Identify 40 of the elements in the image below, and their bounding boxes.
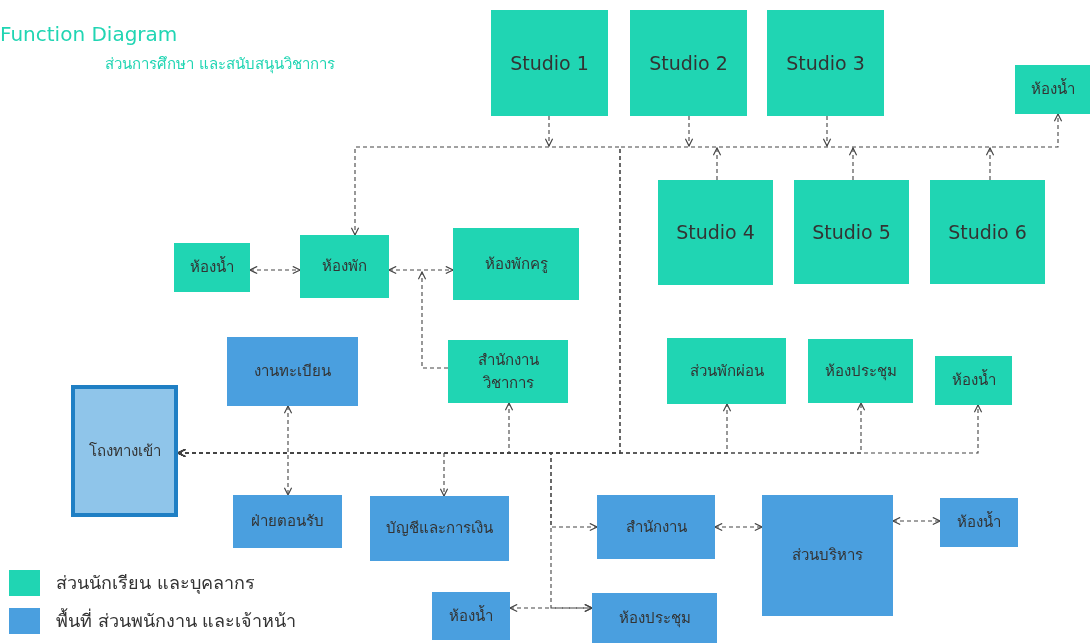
subtitle: ส่วนการศึกษา และสนับสนุนวิชาการ	[105, 54, 335, 76]
studio-box: Studio 4	[658, 180, 773, 285]
studio-box: Studio 3	[767, 10, 884, 116]
studio-box: Studio 1	[491, 10, 608, 116]
connector-arrow	[684, 115, 694, 147]
connector-arrow	[417, 271, 449, 369]
room-box: ห้องน้ำ	[432, 592, 510, 640]
room-box: ส่วนพักผ่อน	[667, 338, 786, 404]
room-box: ส่วนบริหาร	[762, 495, 893, 616]
room-box: ห้องน้ำ	[935, 356, 1012, 405]
connector-arrow	[712, 147, 722, 181]
connector-arrow	[848, 147, 858, 181]
room-box: งานทะเบียน	[227, 337, 358, 406]
connector-arrow	[892, 516, 941, 526]
entrance-hall-box: โถงทางเข้า	[71, 385, 178, 517]
room-box: ห้องน้ำ	[1015, 65, 1090, 114]
room-box: ห้องพัก	[300, 235, 389, 298]
connector-arrow	[985, 147, 995, 181]
legend-label: ส่วนนักเรียน และบุคลากร	[56, 571, 255, 596]
connector-arrow	[544, 115, 554, 147]
diagram-title: Function Diagram	[0, 22, 178, 46]
room-box: ห้องพักครู	[453, 228, 579, 300]
studio-box: Studio 2	[630, 10, 747, 116]
room-box: ห้องน้ำ	[174, 243, 250, 292]
room-box: ห้องประชุม	[808, 339, 913, 403]
connector-arrow	[714, 522, 763, 532]
room-box: ห้องประชุม	[592, 593, 717, 643]
connector-arrow	[283, 405, 293, 496]
room-box: สำนักงาน	[597, 495, 715, 559]
studio-box: Studio 6	[930, 180, 1045, 284]
room-box: บัญชีและการเงิน	[370, 496, 509, 561]
connector-arrow	[509, 603, 593, 613]
connector-arrow	[822, 115, 832, 147]
room-box: สำนักงานวิชาการ	[448, 340, 568, 403]
room-box: ฝ่ายตอนรับ	[233, 495, 342, 548]
connector-arrow	[249, 265, 301, 275]
room-box: ห้องน้ำ	[940, 498, 1018, 547]
studio-box: Studio 5	[794, 180, 909, 284]
legend-label: พื้นที่ ส่วนพนักงาน และเจ้าหน้า	[56, 607, 297, 633]
connector-arrow	[388, 265, 454, 275]
